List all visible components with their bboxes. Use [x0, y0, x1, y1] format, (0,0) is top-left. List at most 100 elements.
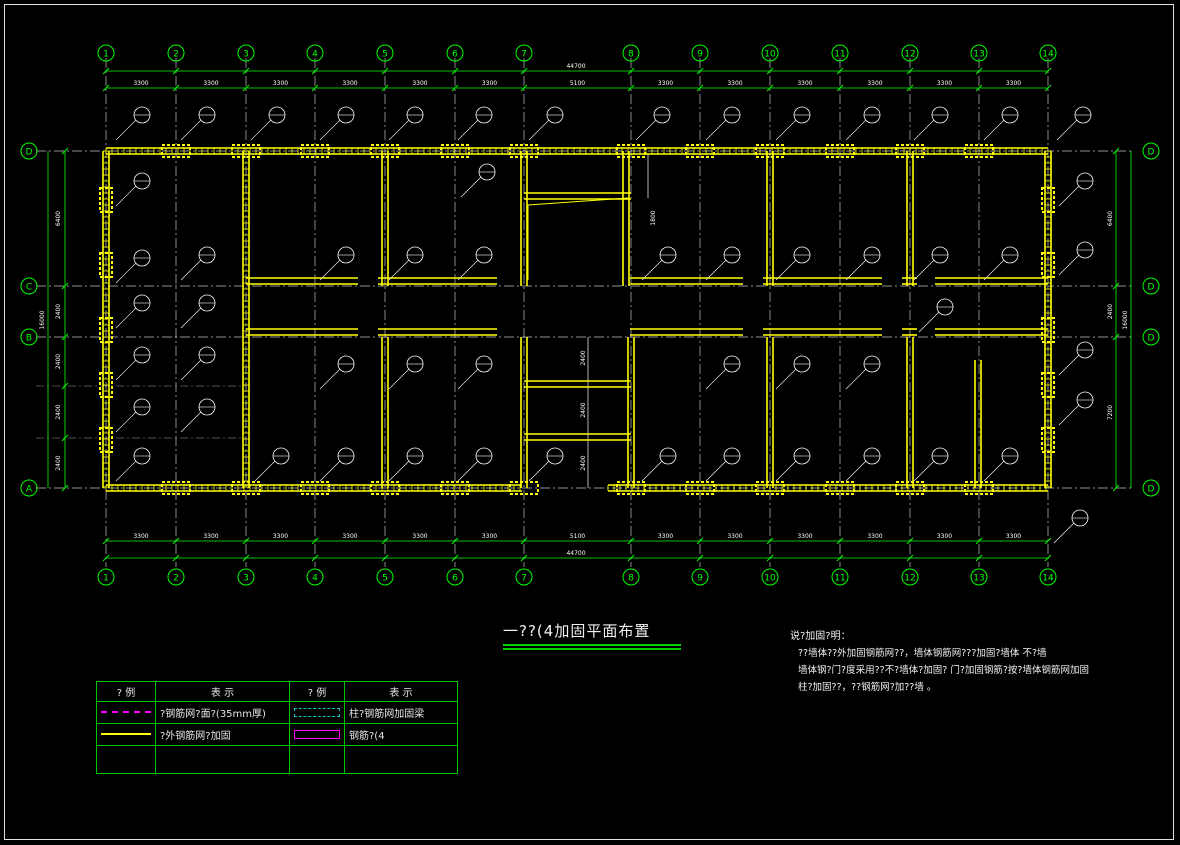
axis-bubble [515, 44, 533, 62]
axis-label: 10 [764, 50, 776, 60]
dimension-text: 3300 [937, 80, 952, 87]
axis-label: 6 [452, 50, 458, 60]
section-leader [1056, 119, 1078, 141]
notes-heading: 说?加固?明： [790, 631, 851, 642]
dimension-text: 3300 [203, 533, 218, 540]
section-leader [180, 119, 202, 141]
dimension-text: 3300 [867, 80, 882, 87]
axis-bubble [237, 44, 255, 62]
legend-symbol-magenta-dash [96, 701, 156, 724]
section-leader [388, 460, 410, 482]
section-leader [115, 307, 137, 329]
dimension-tick [836, 67, 844, 75]
section-leader [457, 119, 479, 141]
dimension-tick [1112, 333, 1120, 341]
legend-header: 表 示 [344, 681, 458, 702]
axis-bubble [691, 44, 709, 62]
section-leader [254, 460, 276, 482]
section-leader [180, 359, 202, 381]
dimension-tick [766, 67, 774, 75]
section-leader [918, 311, 940, 333]
section-leader [115, 460, 137, 482]
dimension-tick [311, 84, 319, 92]
axis-label: 4 [312, 574, 318, 584]
dimension-text: 5100 [570, 80, 585, 87]
section-leader [1058, 404, 1080, 426]
section-leader [705, 460, 727, 482]
drawing-title: 一??(4加固平面布置 [503, 622, 651, 640]
dimension-text: 2400 [55, 404, 62, 419]
legend-empty-cell [96, 745, 156, 774]
dimension-text: 3300 [133, 80, 148, 87]
section-leader [983, 119, 1005, 141]
dimension-tick [172, 537, 180, 545]
axis-label: 11 [834, 50, 845, 60]
section-leader [180, 259, 202, 281]
axis-label: 3 [243, 50, 249, 60]
axis-label: 5 [382, 50, 388, 60]
dimension-tick [975, 554, 983, 562]
axis-label: D [1148, 148, 1155, 158]
dimension-tick [836, 554, 844, 562]
section-leader [635, 119, 657, 141]
section-leader [250, 119, 272, 141]
axis-bubble [446, 44, 464, 62]
section-leader [319, 460, 341, 482]
dimension-tick [451, 537, 459, 545]
section-leader [457, 368, 479, 390]
dimension-tick [766, 84, 774, 92]
dimension-tick [696, 554, 704, 562]
title-underline-2 [503, 648, 681, 650]
dimension-tick [102, 84, 110, 92]
section-leader [775, 460, 797, 482]
axis-label: C [26, 283, 32, 293]
section-leader [913, 259, 935, 281]
dimension-tick [975, 537, 983, 545]
section-leader [845, 259, 867, 281]
reinforcement-block [1041, 427, 1055, 453]
axis-bubble [20, 479, 38, 497]
section-leader [705, 259, 727, 281]
dimension-text: 3300 [797, 533, 812, 540]
dimension-text: 3300 [342, 80, 357, 87]
dimension-tick [451, 554, 459, 562]
dimension-tick [61, 382, 69, 390]
dimension-tick [520, 537, 528, 545]
dimension-tick [627, 84, 635, 92]
legend-symbol-magenta-box [289, 723, 345, 746]
axis-label: 3 [243, 574, 249, 584]
section-leader [705, 119, 727, 141]
legend-empty-cell [344, 745, 458, 774]
axis-label: 14 [1042, 574, 1054, 584]
dimension-text: 3300 [482, 80, 497, 87]
axis-label: 14 [1042, 50, 1054, 60]
legend-header: ? 例 [289, 681, 345, 702]
legend-desc: ?外钢筋网?加固 [155, 723, 290, 746]
axis-label: 12 [904, 574, 915, 584]
dimension-tick [975, 84, 983, 92]
dimension-text: 3300 [658, 533, 673, 540]
dimension-tick [766, 554, 774, 562]
dimension-tick [381, 554, 389, 562]
dimension-text: 3300 [727, 533, 742, 540]
axis-label: 7 [521, 574, 527, 584]
dimension-tick [1044, 554, 1052, 562]
dimension-text: 2400 [580, 402, 587, 417]
dimension-tick [520, 67, 528, 75]
dimension-tick [381, 537, 389, 545]
section-leader [528, 119, 550, 141]
dimension-tick [451, 84, 459, 92]
dimension-text: 2400 [1107, 304, 1114, 319]
section-leader [775, 119, 797, 141]
legend-desc: 钢筋?(4 [344, 723, 458, 746]
legend-empty-cell [289, 745, 345, 774]
legend-desc: ?钢筋网?面?(35mm厚) [155, 701, 290, 724]
dimension-tick [242, 554, 250, 562]
axis-bubble [1142, 328, 1160, 346]
dimension-tick [766, 537, 774, 545]
section-leader [845, 460, 867, 482]
section-leader [180, 307, 202, 329]
title-underline [503, 644, 681, 646]
dimension-tick [172, 554, 180, 562]
